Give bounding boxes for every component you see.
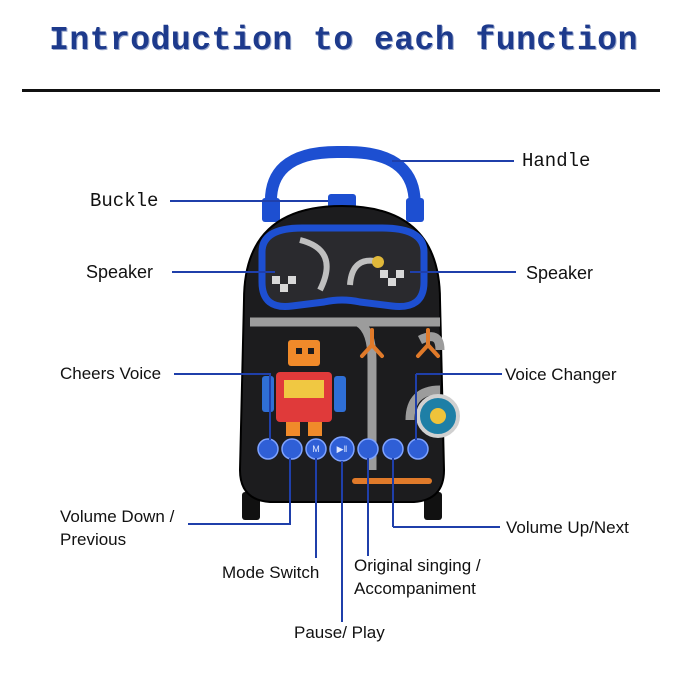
pause-play-icon: ▶‖ xyxy=(337,444,348,454)
label-volume-down-line1: Volume Down / xyxy=(60,507,175,526)
mode-icon: M xyxy=(312,444,320,454)
label-volume-down-line2: Previous xyxy=(60,530,127,549)
label-handle: Handle xyxy=(522,150,591,172)
grille-track xyxy=(299,237,330,292)
body-roads xyxy=(250,317,445,470)
label-volume-up: Volume Up/Next xyxy=(506,518,629,537)
label-speaker-left: Speaker xyxy=(86,262,154,282)
label-pause-play: Pause/ Play xyxy=(294,623,385,642)
handle-clip-left xyxy=(262,198,280,222)
label-original-line1: Original singing / xyxy=(354,556,481,575)
grille-figure xyxy=(372,256,384,268)
label-voice-changer: Voice Changer xyxy=(505,365,617,384)
handle-clip-right xyxy=(406,198,424,222)
claw-decoration xyxy=(360,328,440,358)
page-title: Introduction to each function xyxy=(49,22,638,59)
voice-changer-button xyxy=(407,438,429,460)
grille-decoration xyxy=(272,270,404,292)
original-button xyxy=(357,438,379,460)
volume-up-button xyxy=(382,438,404,460)
cheers-button xyxy=(257,438,279,460)
speaker-grille xyxy=(258,224,428,310)
label-speaker-right: Speaker xyxy=(526,263,594,283)
label-original-line2: Accompaniment xyxy=(354,579,476,598)
control-buttons xyxy=(257,436,429,462)
handle xyxy=(264,145,421,221)
label-mode-switch: Mode Switch xyxy=(222,563,320,582)
label-cheers-voice: Cheers Voice xyxy=(60,364,162,383)
volume-down-button xyxy=(281,438,303,460)
robot-decoration xyxy=(262,340,346,436)
title-divider xyxy=(22,89,660,92)
label-buckle: Buckle xyxy=(90,190,159,212)
leader-lines xyxy=(170,160,516,622)
